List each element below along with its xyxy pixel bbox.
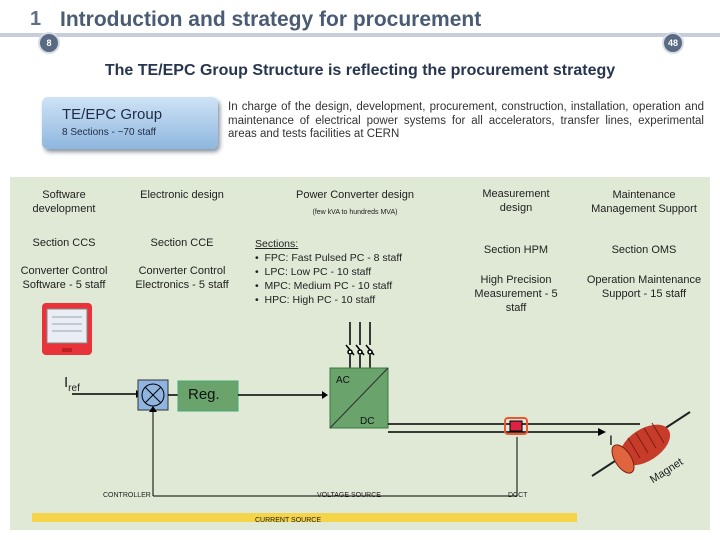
group-charge-text: In charge of the design, development, pr…: [228, 101, 704, 140]
maintenance-section: Section OMS: [611, 244, 677, 256]
current-source-bar: [32, 513, 577, 522]
group-subtitle: 8 Sections - ~70 staff: [62, 127, 157, 138]
dcct-label: DCCT: [508, 492, 528, 499]
group-title: TE/EPC Group: [62, 106, 163, 123]
current-i-label: I: [609, 432, 613, 448]
measurement-staff: High Precision Measurement - 5 staff: [474, 274, 558, 314]
measurement-section: Section HPM: [483, 244, 549, 256]
software-section: Section CCS: [32, 237, 96, 249]
ac-label: AC: [336, 375, 350, 386]
power-section-item: • HPC: High PC - 10 staff: [255, 294, 376, 306]
monitor-icon: [42, 303, 92, 355]
power-sections-label: Sections:: [255, 238, 299, 250]
electronic-staff: Converter Control Electronics - 5 staff: [135, 265, 229, 291]
dc-label: DC: [360, 416, 375, 427]
maintenance-title: Maintenance Management Support: [591, 189, 697, 215]
regulator-block: [177, 380, 239, 412]
reg-label: Reg.: [188, 386, 220, 403]
slide-subtitle: The TE/EPC Group Structure is reflecting…: [104, 62, 616, 79]
power-range: (few kVA to hundreds MVA): [312, 209, 398, 216]
iref-label: Iref: [64, 374, 80, 394]
power-section-item: • MPC: Medium PC - 10 staff: [255, 280, 393, 292]
power-title: Power Converter design: [295, 189, 414, 201]
power-sections: Sections: • FPC: Fast Pulsed PC - 8 staf…: [255, 237, 402, 307]
measurement-title: Measurement design: [482, 188, 550, 214]
dcct-sensor: [504, 417, 528, 435]
power-section-item: • LPC: Low PC - 10 staff: [255, 266, 372, 278]
electronic-section: Section CCE: [150, 237, 214, 249]
current-source-label: CURRENT SOURCE: [255, 517, 321, 524]
page-number-badge: 48: [662, 32, 684, 54]
switch-icon: [345, 322, 375, 368]
magnet-icon: [591, 411, 691, 477]
slide-section-number: 1: [30, 8, 42, 30]
group-box: [42, 97, 218, 149]
software-title: Software development: [32, 189, 96, 215]
maintenance-staff: Operation Maintenance Support - 15 staff: [586, 274, 702, 300]
software-staff: Converter Control Software - 5 staff: [20, 265, 108, 291]
header-divider: [0, 33, 720, 37]
electronic-title: Electronic design: [140, 189, 224, 201]
slide-header-title: Introduction and strategy for procuremen…: [60, 8, 482, 31]
voltage-source-label: VOLTAGE SOURCE: [317, 492, 381, 499]
section-badge: 8: [38, 32, 60, 54]
controller-label: CONTROLLER: [103, 492, 151, 499]
power-section-item: • FPC: Fast Pulsed PC - 8 staff: [255, 252, 403, 264]
